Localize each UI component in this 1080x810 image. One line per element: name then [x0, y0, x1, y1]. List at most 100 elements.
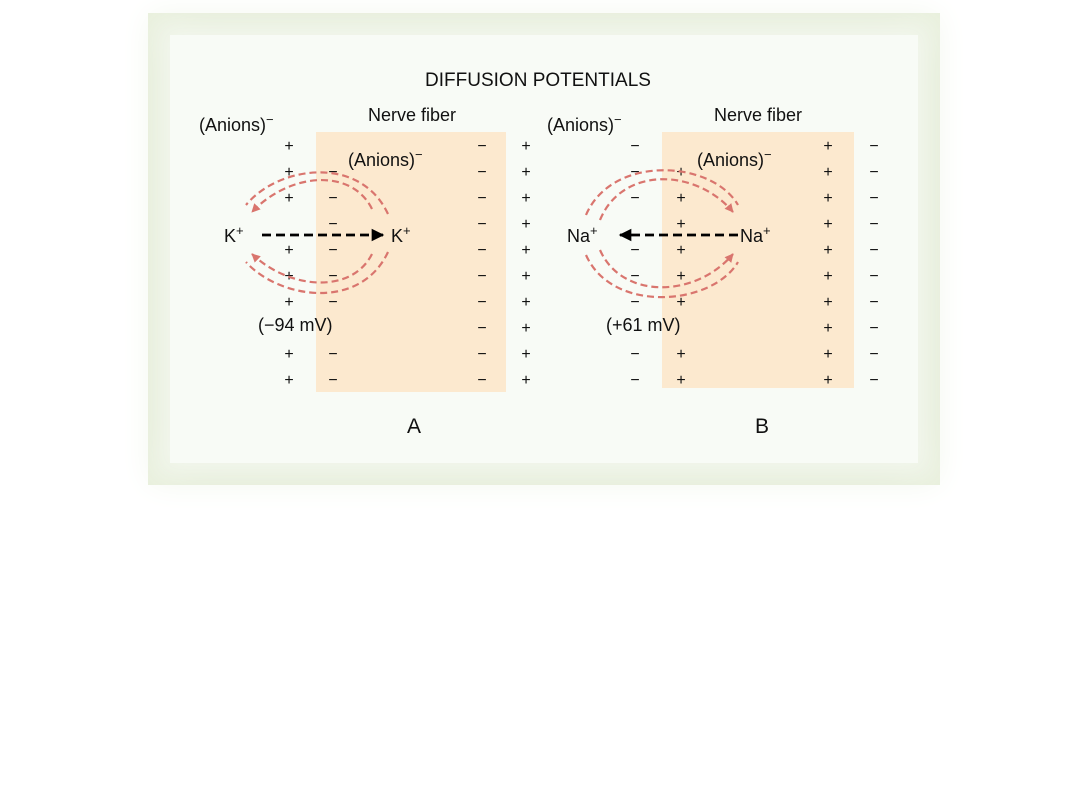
diffusion-arc-b-4: [584, 254, 739, 299]
charge-plus: +: [676, 346, 685, 363]
charge-minus: −: [869, 372, 878, 389]
diffusion-arc-b-2: [584, 169, 739, 216]
charge-plus: +: [823, 268, 832, 285]
charge-plus: +: [676, 372, 685, 389]
charge-plus: +: [521, 294, 530, 311]
sodium-inside-label: Na+: [740, 223, 771, 246]
sodium-outside-symbol: Na: [567, 226, 591, 246]
charge-minus: −: [869, 268, 878, 285]
charge-plus: +: [823, 320, 832, 337]
charge-minus: −: [869, 294, 878, 311]
charge-minus: −: [328, 372, 337, 389]
charge-minus: −: [630, 164, 639, 181]
inner-plus-column-b: ++++++++: [676, 164, 685, 389]
potassium-outside-label: K+: [224, 223, 244, 246]
charge-minus: −: [328, 190, 337, 207]
sodium-outside-charge: +: [590, 223, 598, 238]
charge-plus: +: [676, 268, 685, 285]
anions-outside-text-a: (Anions): [199, 115, 266, 135]
charge-minus: −: [630, 190, 639, 207]
charge-plus: +: [521, 346, 530, 363]
charge-minus: −: [477, 216, 486, 233]
panel-b: (Anions)− Nerve fiber (Anions)− −−−−−−−−…: [547, 105, 879, 438]
charge-plus: +: [521, 216, 530, 233]
charge-minus: −: [328, 294, 337, 311]
charge-plus: +: [521, 138, 530, 155]
panel-a: (Anions)− Nerve fiber (Anions)− ++++++++…: [199, 105, 531, 438]
anions-inside-text-a: (Anions): [348, 150, 415, 170]
charge-plus: +: [284, 190, 293, 207]
right-minus-column-a: −−−−−−−−−−: [477, 138, 486, 389]
diffusion-arc-a-2: [245, 171, 389, 215]
anions-outside-text-b: (Anions): [547, 115, 614, 135]
charge-minus: −: [630, 346, 639, 363]
charge-minus: −: [328, 242, 337, 259]
charge-plus: +: [823, 216, 832, 233]
diffusion-arc-a-4: [245, 251, 389, 295]
charge-minus: −: [477, 190, 486, 207]
charge-plus: +: [676, 190, 685, 207]
charge-plus: +: [521, 320, 530, 337]
charge-plus: +: [676, 242, 685, 259]
charge-plus: +: [823, 138, 832, 155]
charge-minus: −: [630, 372, 639, 389]
charge-minus: −: [477, 320, 486, 337]
charge-minus: −: [477, 268, 486, 285]
charge-minus: −: [630, 268, 639, 285]
charge-minus: −: [477, 346, 486, 363]
diffusion-arc-a-3: [251, 253, 373, 284]
anions-inside-text-b: (Anions): [697, 150, 764, 170]
charge-minus: −: [869, 346, 878, 363]
charge-plus: +: [521, 268, 530, 285]
diagram-title: DIFFUSION POTENTIALS: [425, 70, 651, 91]
charge-plus: +: [284, 372, 293, 389]
diffusion-arc-b-3: [598, 249, 734, 289]
sodium-inside-charge: +: [763, 223, 771, 238]
right-plus-column-b: ++++++++++: [823, 138, 832, 389]
sodium-outside-label: Na+: [567, 223, 598, 246]
panel-letter-b: B: [755, 415, 769, 438]
charge-plus: +: [676, 294, 685, 311]
sodium-inside-symbol: Na: [740, 226, 764, 246]
diffusion-arc-b-1: [598, 178, 734, 221]
charge-minus: −: [630, 138, 639, 155]
charge-plus: +: [521, 242, 530, 259]
right-minus-column-b: −−−−−−−−−−: [869, 138, 878, 389]
anions-outside-sup-b: −: [614, 112, 622, 127]
charge-plus: +: [823, 242, 832, 259]
charge-plus: +: [676, 216, 685, 233]
diffusion-arc-a-1: [251, 179, 373, 213]
potassium-outside-charge: +: [236, 223, 244, 238]
inner-minus-column-a: −−−−−−−−: [328, 164, 337, 389]
anions-outside-label-a: (Anions)−: [199, 112, 274, 135]
charge-minus: −: [869, 138, 878, 155]
charge-minus: −: [477, 138, 486, 155]
charge-plus: +: [284, 138, 293, 155]
nerve-fiber-label-a: Nerve fiber: [368, 105, 456, 125]
anions-outside-label-b: (Anions)−: [547, 112, 622, 135]
outer-minus-column-b: − − − − − − − −: [630, 138, 639, 389]
charge-minus: −: [869, 190, 878, 207]
charge-plus: +: [823, 372, 832, 389]
nerve-fiber-label-b: Nerve fiber: [714, 105, 802, 125]
charge-minus: −: [630, 242, 639, 259]
charge-plus: +: [823, 346, 832, 363]
charge-plus: +: [521, 372, 530, 389]
anions-inside-label-b: (Anions)−: [697, 147, 772, 170]
anions-inside-sup-b: −: [764, 147, 772, 162]
potential-b: (+61 mV): [606, 315, 681, 335]
charge-plus: +: [521, 190, 530, 207]
charge-minus: −: [869, 216, 878, 233]
charge-plus: +: [284, 242, 293, 259]
charge-minus: −: [630, 294, 639, 311]
charge-plus: +: [823, 294, 832, 311]
right-plus-column-a: ++++++++++: [521, 138, 530, 389]
potassium-outside-symbol: K: [224, 226, 236, 246]
potential-a: (−94 mV): [258, 315, 333, 335]
charge-minus: −: [869, 164, 878, 181]
charge-plus: +: [284, 294, 293, 311]
charge-plus: +: [823, 190, 832, 207]
potassium-inside-label: K+: [391, 223, 411, 246]
charge-minus: −: [328, 346, 337, 363]
